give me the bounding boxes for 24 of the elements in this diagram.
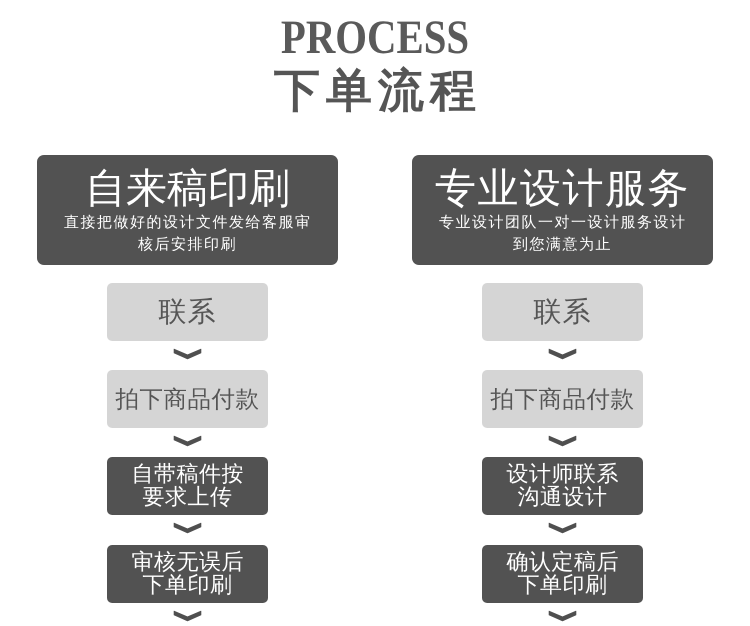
card-description: 专业设计团队一对一设计服务设计到您满意为止 [438, 212, 688, 255]
step-text: 自带稿件按要求上传 [130, 463, 245, 509]
step-text: 拍下商品付款 [490, 385, 634, 413]
step-text: 联系 [534, 295, 592, 329]
step-box [482, 545, 643, 603]
header-card [412, 155, 713, 265]
step-box [107, 545, 268, 603]
step-box [482, 457, 643, 515]
step-box [107, 283, 268, 341]
step-text: 设计师联系沟通设计 [505, 463, 620, 509]
step-box [107, 370, 268, 428]
card-description: 直接把做好的设计文件发给客服审核后安排印刷 [62, 212, 312, 255]
step-box [107, 457, 268, 515]
step-text: 确认定稿后下单印刷 [505, 551, 620, 597]
step-text: 联系 [158, 295, 216, 329]
card-title: 专业设计服务 [435, 165, 690, 211]
card-title: 自来稿印刷 [85, 165, 290, 211]
step-text: 拍下商品付款 [116, 385, 260, 413]
step-text: 审核无误后下单印刷 [130, 551, 245, 597]
step-box [482, 283, 643, 341]
step-box [482, 370, 643, 428]
page-title: PROCESS [280, 13, 470, 63]
subtitle: 下单流程 [273, 65, 482, 115]
header-card [37, 155, 338, 265]
